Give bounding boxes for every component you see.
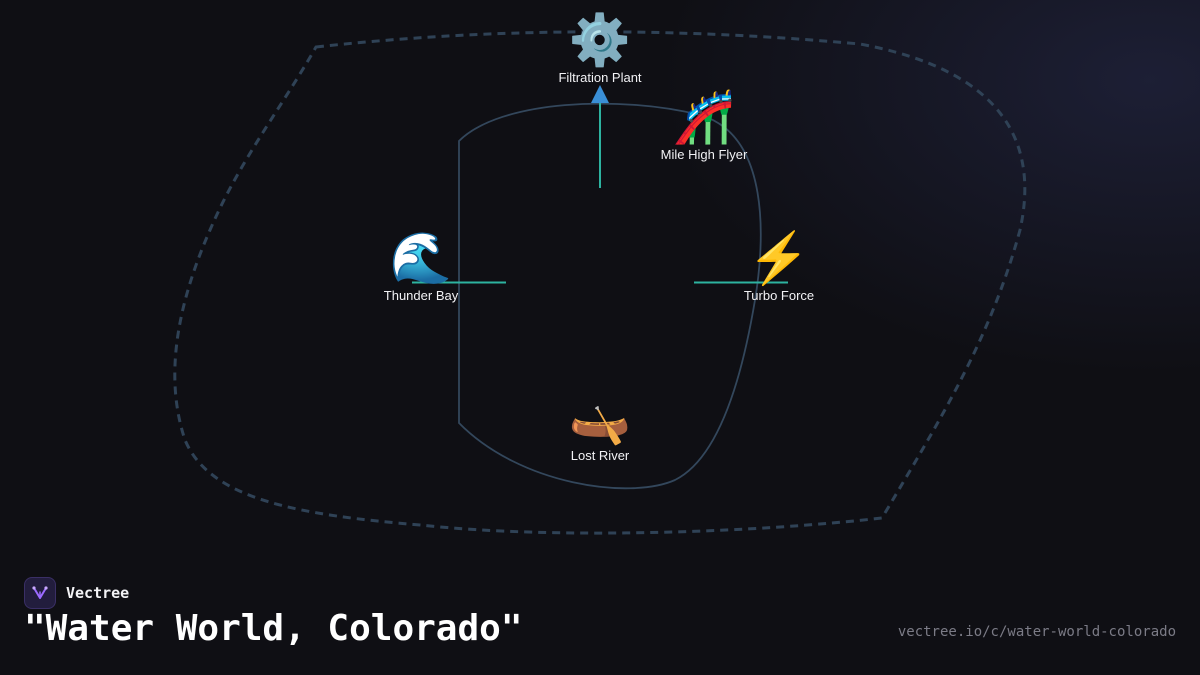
node-filtration-plant[interactable]: ⚙️ Filtration Plant [520, 12, 680, 85]
node-thunder-bay[interactable]: 🌊 Thunder Bay [341, 230, 501, 303]
vectree-logo-icon [24, 577, 56, 609]
outer-boundary [173, 30, 1027, 535]
gear-icon: ⚙️ [568, 12, 632, 68]
brand: Vectree [24, 577, 129, 609]
lightning-icon: ⚡ [747, 230, 811, 286]
arrow-head [591, 85, 609, 103]
node-mile-high-flyer[interactable]: 🎢 Mile High Flyer [624, 89, 784, 162]
roller-coaster-icon: 🎢 [672, 89, 736, 145]
node-label: Thunder Bay [383, 288, 459, 303]
inner-boundary [458, 102, 762, 490]
node-label: Mile High Flyer [660, 147, 748, 162]
node-lost-river[interactable]: 🛶 Lost River [520, 390, 680, 463]
brand-name: Vectree [66, 584, 130, 602]
node-label: Turbo Force [743, 288, 815, 303]
canoe-icon: 🛶 [568, 390, 632, 446]
node-label: Filtration Plant [558, 70, 642, 85]
share-url[interactable]: vectree.io/c/water-world-colorado [897, 624, 1176, 640]
wave-icon: 🌊 [389, 230, 453, 286]
page-title: "Water World, Colorado" [24, 608, 523, 649]
node-turbo-force[interactable]: ⚡ Turbo Force [699, 230, 859, 303]
node-label: Lost River [570, 448, 630, 463]
